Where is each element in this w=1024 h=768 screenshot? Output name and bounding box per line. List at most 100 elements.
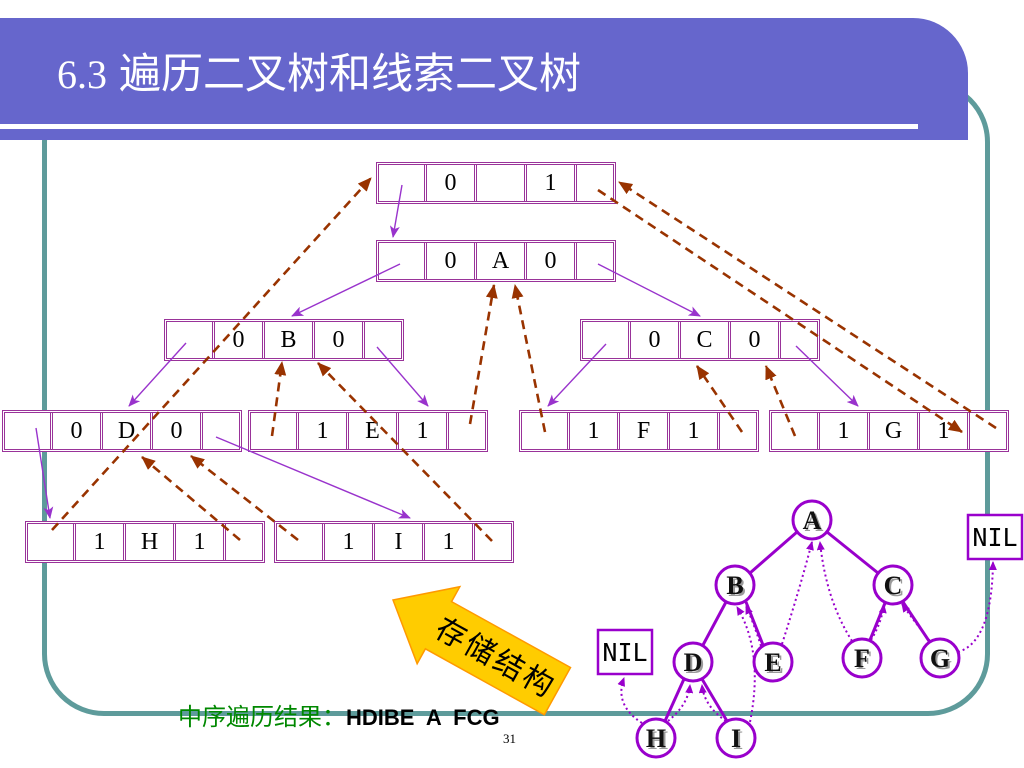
rtag-field: 0	[527, 243, 577, 279]
rtag-field: 1	[670, 413, 720, 449]
tree-thread-g-to-nil	[957, 561, 997, 653]
thread-g-to-head	[618, 180, 997, 430]
tree-edge-c-f	[868, 602, 887, 641]
rtag-field: 1	[920, 413, 970, 449]
thread-e-to-b	[270, 361, 287, 437]
tree-label-c: C	[884, 571, 903, 600]
pointer-c-to-f	[547, 343, 607, 407]
thread-e-to-a	[468, 284, 498, 425]
title-underline	[0, 124, 918, 129]
tree-edge-d-h	[663, 678, 686, 722]
pointer-a-to-c	[597, 263, 701, 317]
thread-h-to-d	[141, 456, 241, 541]
tree-edge-a-c	[826, 530, 879, 575]
tree-edges	[663, 530, 931, 722]
page-number: 31	[503, 731, 516, 746]
tree-thread-i-to-b	[736, 606, 756, 723]
tree-label-d: D	[684, 648, 703, 677]
tree-edge-b-e	[744, 601, 765, 646]
pointer-a-to-b	[291, 263, 401, 317]
data-field: D	[103, 413, 153, 449]
binary-tree: NIL NIL A B C D E F	[596, 499, 1024, 759]
data-field: A	[477, 243, 527, 279]
tree-node-a	[791, 499, 833, 541]
lchild-field	[772, 413, 820, 449]
pointer-d-to-i	[215, 436, 411, 519]
thread-i-to-b	[317, 362, 493, 542]
data-field: C	[681, 322, 731, 358]
section-number: 6.3	[57, 52, 107, 97]
tree-label-b: B	[726, 571, 743, 600]
nil-label-right: NIL	[972, 523, 1017, 552]
tree-edge-c-g	[901, 601, 931, 642]
lchild-field	[277, 524, 325, 560]
storage-node-h: 1 H 1	[25, 521, 265, 563]
inorder-traversal: 中序遍历结果：HDIBE A FCG	[178, 702, 500, 735]
tree-label-e: E	[764, 648, 781, 677]
thread-f-to-c	[695, 365, 744, 433]
child-pointer-arrows	[35, 184, 859, 519]
tree-edge-b-d	[701, 601, 728, 646]
lchild-field	[28, 524, 76, 560]
tree-node-d	[672, 641, 714, 683]
lchild-field	[379, 165, 427, 201]
nil-box-left	[596, 628, 654, 676]
tree-node-b	[714, 564, 756, 606]
thread-g-to-c	[764, 365, 797, 437]
tree-edge-d-i	[700, 678, 729, 722]
inorder-result: HDIBE A FCG	[346, 705, 500, 730]
data-field: I	[375, 524, 425, 560]
ltag-field: 1	[76, 524, 126, 560]
tree-thread-h-to-nil	[617, 677, 643, 724]
data-field: B	[265, 322, 315, 358]
rtag-field: 1	[176, 524, 226, 560]
ltag-field: 1	[570, 413, 620, 449]
lchild-field	[522, 413, 570, 449]
nil-box-right	[966, 513, 1024, 561]
tree-thread-e-to-b	[745, 605, 762, 647]
lchild-field	[5, 413, 53, 449]
tree-node-f	[841, 637, 883, 679]
slide-title: 6.3 遍历二叉树和线索二叉树	[57, 44, 581, 113]
tree-node-g	[919, 637, 961, 679]
rtag-field: 0	[731, 322, 781, 358]
rtag-field: 0	[315, 322, 365, 358]
storage-node-d: 0 D 0	[2, 410, 242, 452]
tree-edge-a-b	[749, 530, 798, 575]
ltag-field: 0	[427, 165, 477, 201]
thread-arrows	[51, 177, 997, 542]
data-field	[477, 165, 527, 201]
tree-thread-i-to-d	[698, 684, 727, 722]
data-field: F	[620, 413, 670, 449]
tree-nodes	[635, 499, 961, 759]
tree-label-h: H	[646, 724, 666, 753]
ltag-field: 1	[820, 413, 870, 449]
tree-threads	[617, 541, 997, 724]
storage-node-f: 1 F 1	[519, 410, 759, 452]
storage-node-i: 1 I 1	[274, 521, 514, 563]
storage-node-c: 0 C 0	[580, 319, 820, 361]
lchild-field	[379, 243, 427, 279]
lchild-field	[167, 322, 215, 358]
inorder-label: 中序遍历结果：	[178, 703, 346, 731]
storage-node-e: 1 E 1	[248, 410, 488, 452]
rtag-field: 1	[527, 165, 577, 201]
pointer-b-to-d	[128, 342, 187, 407]
lchild-field	[251, 413, 299, 449]
storage-arrow-shape	[391, 585, 572, 716]
ltag-field: 0	[631, 322, 681, 358]
tree-thread-e-to-a	[781, 541, 814, 645]
tree-label-g: G	[930, 644, 950, 673]
thread-h-to-head	[51, 177, 372, 531]
nil-label-left: NIL	[602, 638, 647, 667]
tree-thread-f-to-a	[816, 541, 853, 642]
tree-labels: A B C D E F G H I	[646, 506, 950, 753]
section-title: 遍历二叉树和线索二叉树	[119, 49, 582, 98]
ltag-field: 0	[53, 413, 103, 449]
lchild-field	[583, 322, 631, 358]
pointer-b-to-e	[376, 346, 429, 407]
tree-node-c	[872, 564, 914, 606]
data-field: E	[349, 413, 399, 449]
